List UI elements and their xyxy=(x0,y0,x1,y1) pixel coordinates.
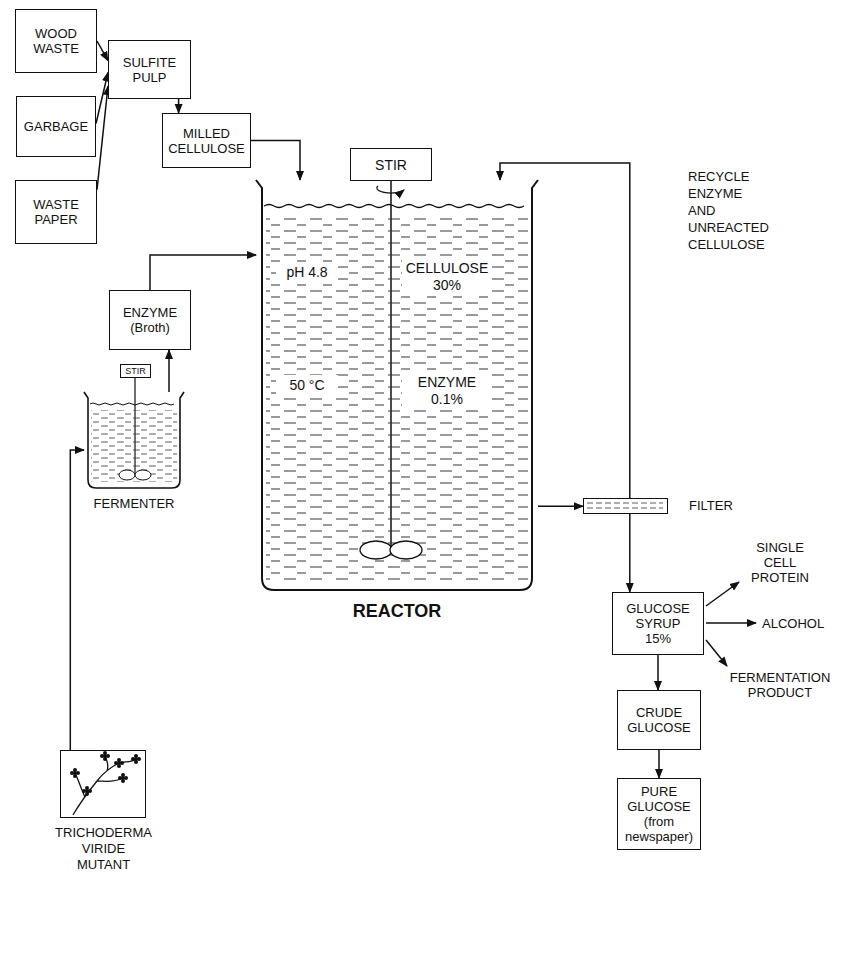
condition-label: CELLULOSE 30% xyxy=(402,258,492,296)
vessel-title: FERMENTER xyxy=(84,496,184,512)
condition-label: ENZYME 0.1% xyxy=(402,372,492,410)
box-label: MILLED CELLULOSE xyxy=(167,126,246,156)
flow-arrow xyxy=(657,655,659,690)
source-box: WASTE PAPER xyxy=(15,180,97,244)
fermenter-vessel xyxy=(84,392,184,490)
box-label: STIR xyxy=(125,366,146,376)
box-label: WOOD WASTE xyxy=(20,26,92,56)
condition-label: pH 4.8 xyxy=(276,262,338,283)
flow-note: ALCOHOL xyxy=(762,616,832,631)
box-label: WASTE PAPER xyxy=(20,197,92,227)
box-label: GARBAGE xyxy=(24,119,88,134)
product-box: PURE GLUCOSE (from newspaper) xyxy=(617,778,701,850)
source-box: GARBAGE xyxy=(16,96,96,157)
fermenter-vessel: FERMENTER xyxy=(84,392,184,490)
condition-label: 50 °C xyxy=(276,375,338,396)
flow-arrow xyxy=(150,255,256,290)
flow-arrow xyxy=(168,350,170,392)
flow-arrow xyxy=(629,514,631,592)
filter: FILTER xyxy=(583,498,668,514)
box-label: ENZYME (Broth) xyxy=(114,305,186,335)
organism-label: TRICHODERMA VIRIDE MUTANT xyxy=(54,825,153,873)
output-arrow xyxy=(706,640,727,666)
box-label: SULFITE PULP xyxy=(113,55,186,85)
stirrer-box: STIR xyxy=(350,148,432,181)
output-arrow xyxy=(706,622,756,624)
flow-note: RECYCLE ENZYME AND UNREACTED CELLULOSE xyxy=(688,168,772,253)
enzyme-box: ENZYME (Broth) xyxy=(109,290,191,350)
flow-arrow xyxy=(658,750,660,778)
source-box: WOOD WASTE xyxy=(15,9,97,73)
process-box: SULFITE PULP xyxy=(108,40,191,99)
flow-arrow xyxy=(97,41,108,61)
box-label: STIR xyxy=(375,157,407,173)
flow-note: FERMENTATION PRODUCT xyxy=(726,670,834,700)
reactor-vessel: pH 4.8CELLULOSE 30%50 °CENZYME 0.1%REACT… xyxy=(256,180,538,595)
flow-arrow xyxy=(538,505,583,507)
fungus-illustration xyxy=(61,751,144,816)
flow-arrow xyxy=(251,141,300,181)
stirrer-box: STIR xyxy=(120,364,151,378)
organism-picture: TRICHODERMA VIRIDE MUTANT xyxy=(60,750,146,818)
process-box: MILLED CELLULOSE xyxy=(162,113,251,168)
box-label: GLUCOSE SYRUP 15% xyxy=(623,601,693,646)
flow-note: SINGLE CELL PROTEIN xyxy=(742,540,818,585)
product-box: GLUCOSE SYRUP 15% xyxy=(612,592,704,655)
filter-label: FILTER xyxy=(689,498,759,514)
output-arrow xyxy=(706,582,739,606)
rotation-arrow xyxy=(377,186,404,193)
product-box: CRUDE GLUCOSE xyxy=(617,690,701,750)
vessel-title: REACTOR xyxy=(256,600,538,622)
box-label: PURE GLUCOSE (from newspaper) xyxy=(622,784,696,844)
filter-media xyxy=(584,499,666,512)
flow-arrow xyxy=(97,86,108,190)
flow-arrow xyxy=(70,450,84,750)
flow-arrow xyxy=(178,99,180,113)
box-label: CRUDE GLUCOSE xyxy=(622,705,696,735)
